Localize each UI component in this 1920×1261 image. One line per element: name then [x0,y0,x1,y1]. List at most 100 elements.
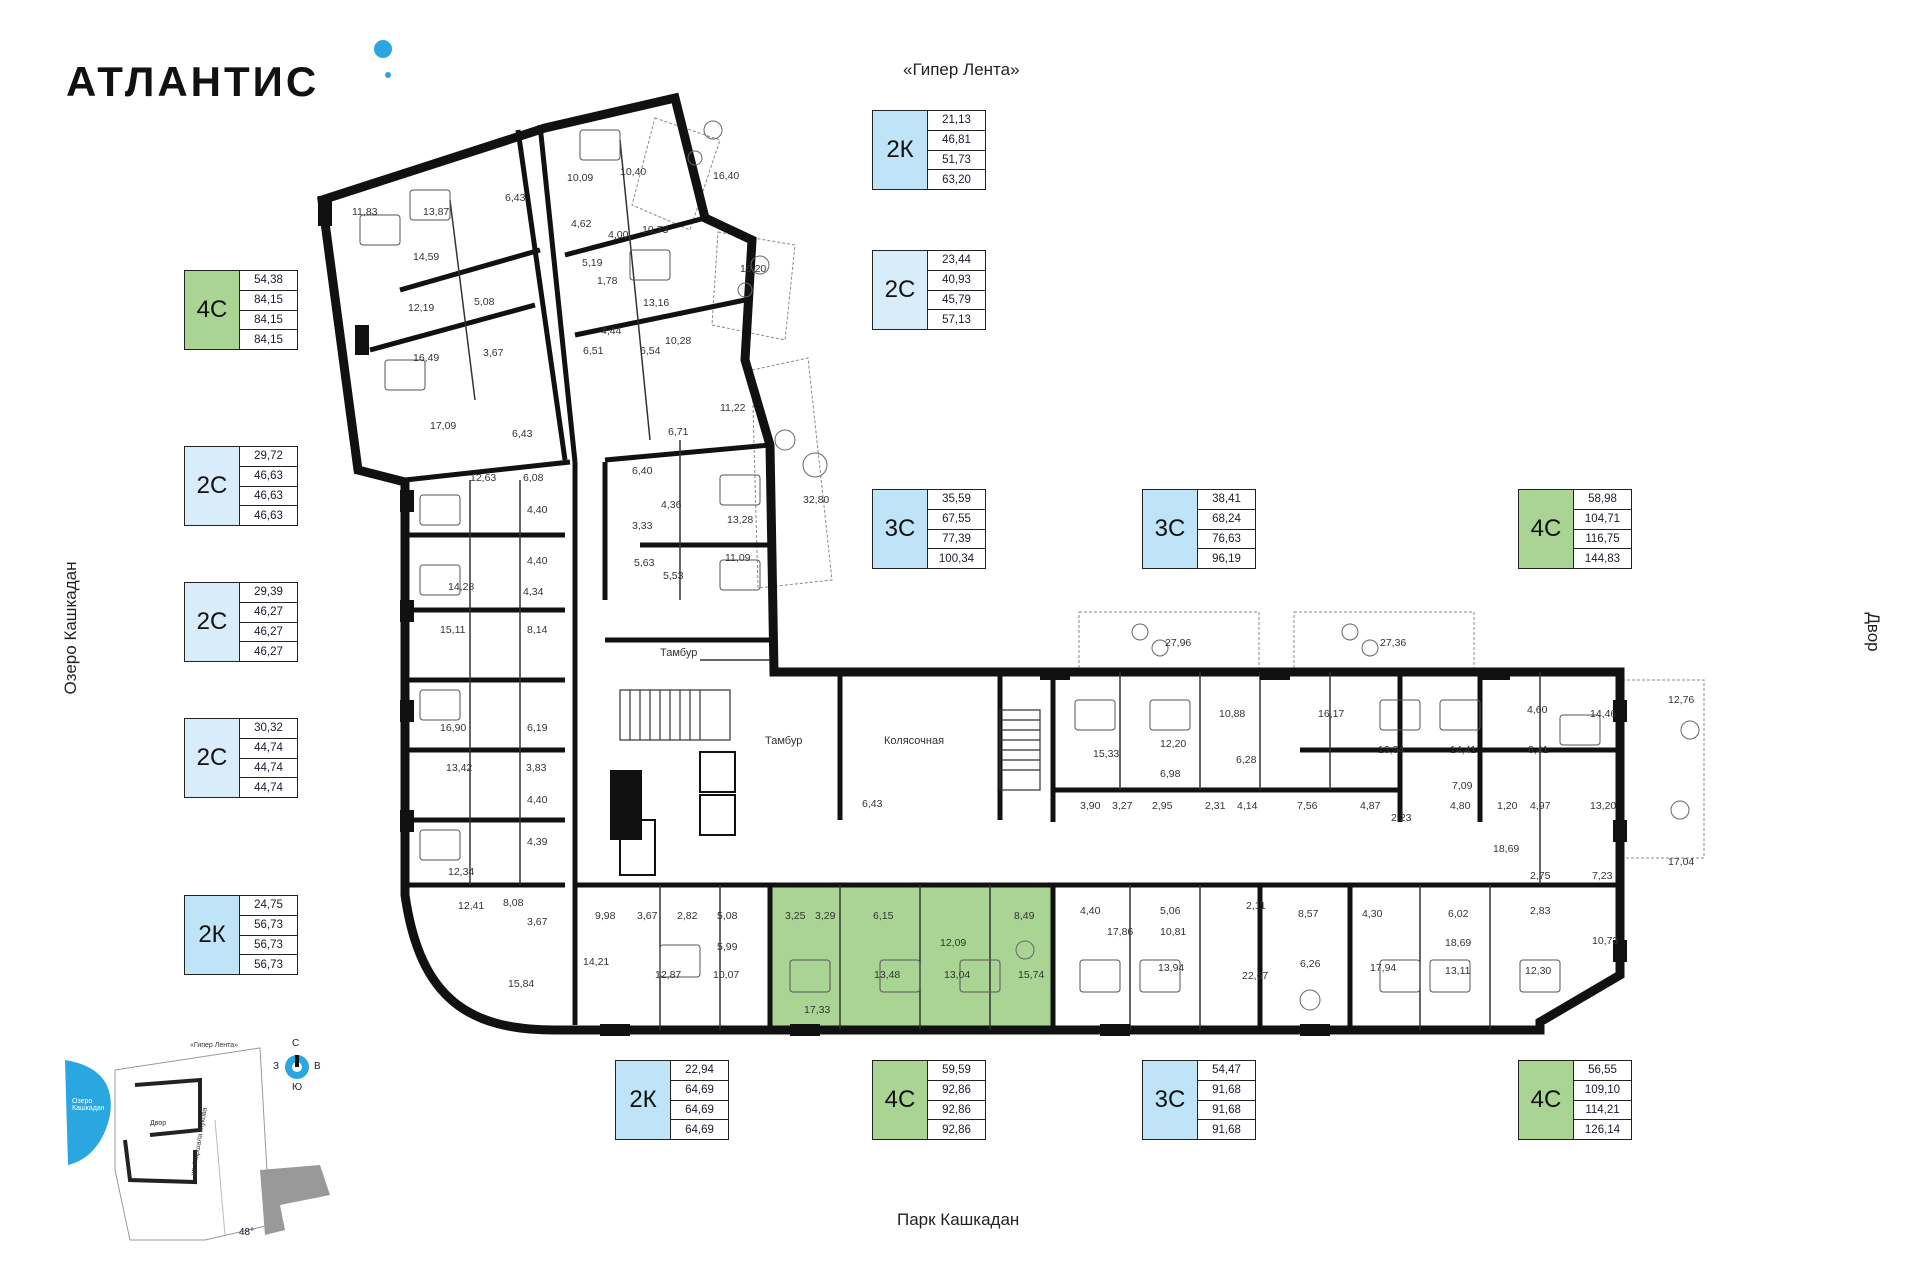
room-area: 14,59 [413,251,440,263]
room-area: 8,08 [503,897,524,909]
brand-logo: АТЛАНТИС [66,58,320,105]
room-area: 16,49 [413,352,440,364]
area-value: 77,39 [928,528,986,550]
area-value: 109,10 [1574,1079,1632,1101]
room-area: 12,76 [1668,694,1695,706]
logo-dot-icon [374,40,392,58]
area-value: 44,74 [240,757,298,779]
area-value: 45,79 [928,289,986,311]
room-area: 2,95 [1152,800,1173,812]
room-area: 3,27 [1112,800,1133,812]
room-area: 10,28 [665,335,692,347]
room-area: 13,94 [1378,744,1405,756]
compass [285,1055,309,1079]
room-area: 16,40 [713,170,740,182]
area-value: 46,27 [240,621,298,643]
room-area: 18,69 [1493,843,1520,855]
apartment-type: 2С [184,718,240,798]
room-area: 12,09 [940,937,967,949]
room-area: 13,28 [727,514,754,526]
room-area: 7,56 [1297,800,1318,812]
room-area: 15,74 [1018,969,1045,981]
room-area: 17,94 [1370,962,1397,974]
common-room-label: Колясочная [884,735,945,747]
area-value: 22,94 [671,1060,729,1081]
room-area: 6,43 [505,192,526,204]
room-area: 13,04 [944,969,971,981]
room-area: 2,82 [677,910,698,922]
room-area: 13,87 [423,206,450,218]
room-area: 6,40 [632,465,653,477]
room-area: 6,98 [1160,768,1181,780]
room-area: 12,63 [470,472,497,484]
area-value: 46,27 [240,601,298,623]
room-area: 3,67 [527,916,548,928]
apartment-type: 3С [1142,1060,1198,1140]
area-value: 76,63 [1198,528,1256,550]
room-area: 14,46 [1590,708,1617,720]
room-area: 17,04 [1668,856,1695,868]
room-area: 5,08 [474,296,495,308]
minimap-store-label: «Гипер Лента» [190,1042,238,1049]
room-area: 6,71 [668,426,689,438]
room-area: 6,54 [640,345,661,357]
compass-west: З [273,1061,280,1072]
area-value: 91,68 [1198,1079,1256,1101]
room-area: 5,19 [582,257,603,269]
room-area: 8,41 [1528,744,1549,756]
room-area: 10,88 [1219,708,1246,720]
wall [604,442,771,463]
area-value: 21,13 [928,110,986,131]
balcony-outline [751,357,833,589]
room-area: 4,62 [571,218,592,230]
room-area: 12,30 [1525,965,1552,977]
room-area: 3,25 [785,910,806,922]
room-area: 3,90 [1080,800,1101,812]
label-top: «Гипер Лента» [903,60,1020,79]
area-value: 96,19 [1198,548,1256,569]
room-area: 4,34 [523,586,544,598]
room-area: 3,33 [632,520,653,532]
room-area: 4,30 [1362,908,1383,920]
room-area: 5,53 [663,570,684,582]
room-area: 10,81 [1160,926,1187,938]
label-bottom: Парк Кашкадан [897,1210,1020,1229]
room-area: 4,40 [527,794,548,806]
room-area: 6,08 [523,472,544,484]
apartment-type: 3С [1142,489,1198,569]
area-value: 29,39 [240,582,298,603]
room-area: 6,19 [527,722,548,734]
room-area: 14,21 [583,956,610,968]
room-area: 4,44 [601,325,622,337]
area-value: 56,73 [240,914,298,936]
room-area: 10,73 [642,224,669,236]
common-room-label: Тамбур [765,735,803,747]
room-area: 4,39 [527,836,548,848]
wall [404,459,571,483]
room-area: 3,67 [483,347,504,359]
room-area: 27,96 [1165,637,1192,649]
balcony-outline [711,231,796,341]
room-area: 14,41 [1450,744,1477,756]
area-value: 29,72 [240,446,298,467]
room-area: 13,48 [874,969,901,981]
room-area: 10,40 [620,166,647,178]
area-value: 54,38 [240,270,298,291]
apartment-type: 2С [184,582,240,662]
room-area: 12,20 [1160,738,1187,750]
minimap-yard-label: Двор [150,1120,167,1127]
